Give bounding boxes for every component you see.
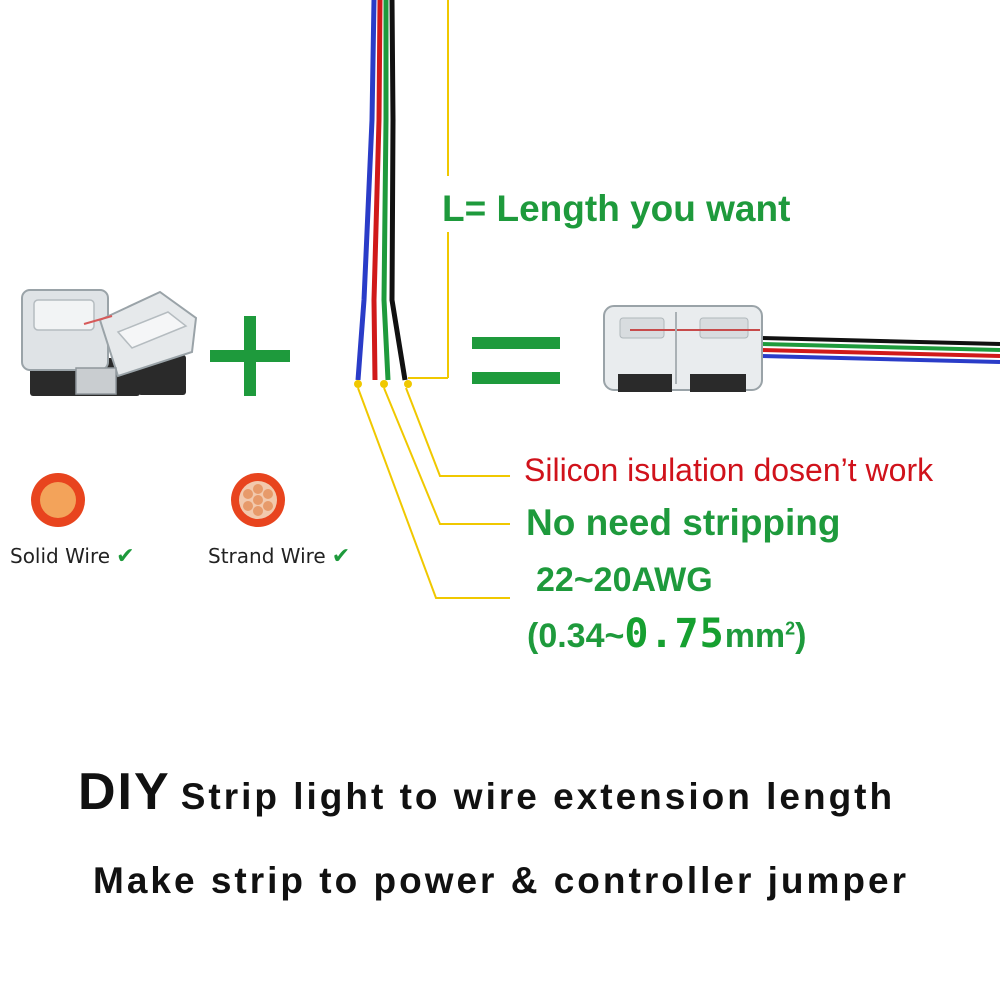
assembled-connector-icon xyxy=(603,305,1000,392)
solid-wire-label: Solid Wire✔ xyxy=(10,544,135,569)
diy-text: DIY xyxy=(78,763,171,821)
headline-line-2: Make strip to power & controller jumper xyxy=(93,860,910,901)
solid-wire-icon xyxy=(31,473,85,527)
strand-wire-text: Strand Wire xyxy=(208,544,326,568)
open-connector-icon xyxy=(21,289,198,396)
awg-note: 22~20AWG xyxy=(536,561,713,599)
strand-wire-label: Strand Wire✔ xyxy=(208,544,350,569)
area-note: (0.34~0.75mm2) xyxy=(527,611,807,657)
length-guide xyxy=(408,0,449,379)
plus-icon xyxy=(210,316,290,396)
area-suffix: ) xyxy=(795,617,807,655)
check-icon: ✔ xyxy=(331,544,351,569)
length-label: L= Length you want xyxy=(442,188,791,229)
area-exponent: 2 xyxy=(785,618,796,639)
rgb-wire-bundle xyxy=(354,0,412,388)
stripping-note: No need stripping xyxy=(526,502,841,543)
area-prefix: (0.34~ xyxy=(527,617,625,655)
equals-icon xyxy=(472,337,560,384)
leader-lines xyxy=(357,387,510,599)
headline-line-1-text: Strip light to wire extension length xyxy=(180,776,896,817)
area-unit: mm xyxy=(724,617,786,655)
area-value: 0.75 xyxy=(624,611,725,657)
solid-wire-text: Solid Wire xyxy=(10,544,111,568)
silicon-note: Silicon isulation dosen’t work xyxy=(524,452,934,488)
strand-wire-icon xyxy=(231,473,285,527)
check-icon: ✔ xyxy=(116,544,135,569)
